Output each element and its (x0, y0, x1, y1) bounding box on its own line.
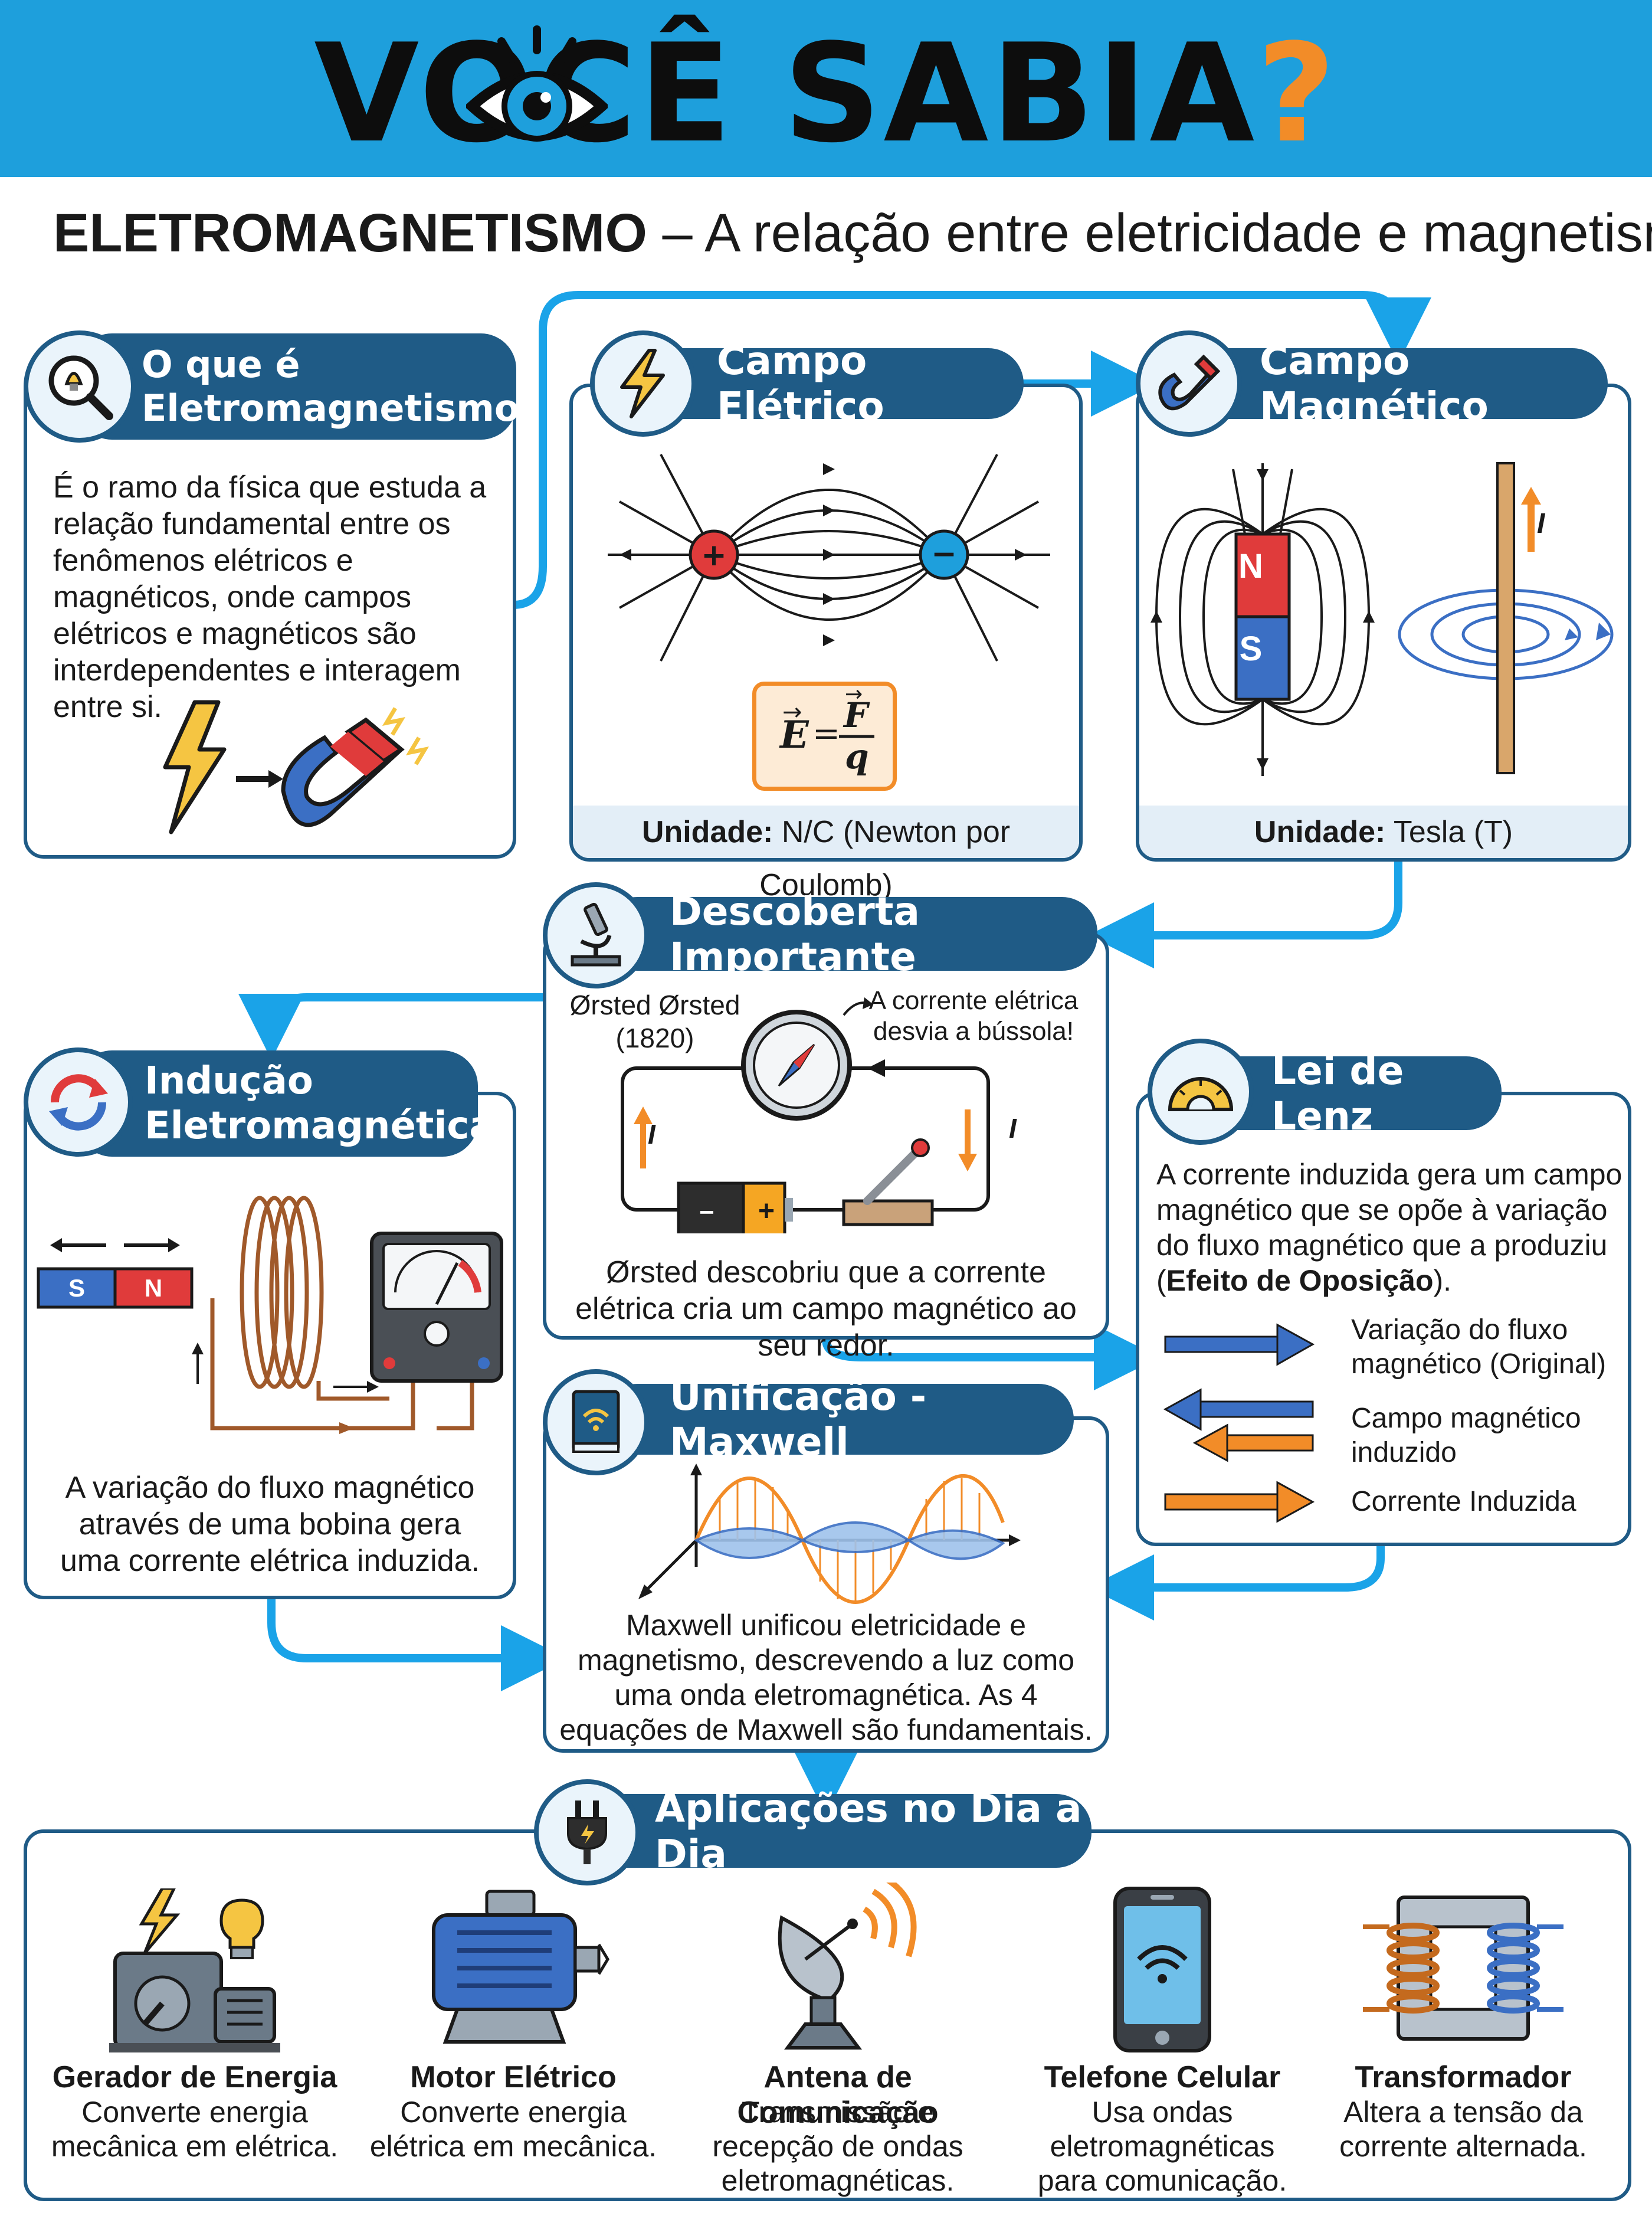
magnetic-field-diagram (1150, 462, 1614, 776)
app-desc-antenna: Transmissão e recepção de ondas eletroma… (712, 2096, 963, 2197)
induction-diagram (37, 1196, 503, 1434)
lightning-icon (590, 330, 696, 437)
app-title-motor: Motor Elétrico (410, 2060, 617, 2094)
svg-text:=: = (812, 715, 840, 753)
lightbulb-magnifier-icon (24, 330, 136, 443)
svg-text:F: F (843, 695, 870, 735)
app-title-transformer: Transformador (1355, 2060, 1572, 2094)
magnet-icon (1136, 330, 1242, 437)
orsted-name: Ørsted Ørsted(1820) (569, 990, 740, 1053)
protractor-icon (1148, 1039, 1254, 1145)
app-desc-motor: Converte energia elétrica em mecânica. (369, 2096, 657, 2163)
antenna-icon (778, 1883, 917, 2050)
phone-icon (1113, 1887, 1211, 2052)
card-lenz (1136, 1092, 1631, 1546)
plug-icon (534, 1779, 640, 1885)
transformer-icon (1363, 1896, 1564, 2041)
svg-text:→: → (782, 699, 802, 726)
book-wifi-icon (543, 1369, 649, 1475)
app-desc-generator: Converte energia mecânica em elétrica. (51, 2096, 339, 2163)
question-mark: ? (1257, 15, 1338, 173)
app-title-generator: Gerador de Energia (52, 2060, 337, 2094)
current-label: I (1537, 508, 1545, 539)
electric-field-formula: E → = F → q (752, 682, 897, 791)
lenz-legend-2: Campo magnético induzido (1351, 1403, 1581, 1468)
page-subtitle: ELETROMAGNETISMO – A relação entre eletr… (53, 203, 1652, 263)
battery-minus: − (699, 1198, 714, 1227)
magnetic-field-unit: Unidade: Tesla (T) (1139, 806, 1628, 858)
card-maxwell-title: Unificação - Maxwell (602, 1374, 1074, 1465)
svg-text:→: → (845, 686, 863, 706)
lenz-description: A corrente induzida gera um campo magnét… (1156, 1158, 1622, 1297)
motor-icon (432, 1890, 609, 2044)
electric-field-diagram: + − (608, 454, 1050, 662)
cycle-arrows-icon (24, 1047, 133, 1157)
orsted-circuit-diagram (621, 997, 990, 1233)
discovery-description: Ørsted descobriu que a corrente elétrica… (575, 1255, 1077, 1363)
app-title-antenna: Antena de Comunicação (737, 2060, 939, 2130)
induction-pole-n: N (144, 1274, 163, 1302)
magnet-pole-n: N (1238, 547, 1263, 585)
header-title: VOCÊ SABIA? (314, 15, 1338, 173)
what-is-description: É o ramo da física que estuda a relação … (53, 470, 487, 724)
maxwell-description: Maxwell unificou eletricidade e magnetis… (559, 1609, 1093, 1746)
microscope-icon (543, 882, 649, 988)
card-applications-title: Aplicações no Dia a Dia (590, 1786, 1092, 1877)
app-title-phone: Telefone Celular (1044, 2060, 1281, 2094)
battery-plus: + (758, 1196, 775, 1227)
app-desc-transformer: Altera a tensão da corrente alternada. (1339, 2096, 1587, 2163)
lightning-to-magnet-icon (163, 700, 430, 834)
header-banner (0, 0, 1652, 177)
current-left-label: I (648, 1119, 655, 1150)
induction-pole-s: S (68, 1274, 85, 1302)
eye-icon (466, 25, 608, 142)
card-magnetic-field (1136, 384, 1631, 862)
em-wave-diagram (638, 1464, 1021, 1604)
lenz-legend-3: Corrente Induzida (1351, 1486, 1576, 1517)
svg-text:−: − (931, 536, 957, 572)
svg-text:q: q (845, 736, 869, 777)
induction-description: A variação do fluxo magnético através de… (60, 1471, 480, 1578)
magnet-pole-s: S (1239, 630, 1263, 668)
current-right-label: I (1009, 1113, 1017, 1144)
lenz-legend-1: Variação do fluxo magnético (Original) (1351, 1314, 1607, 1380)
card-magnetic-field-title: Campo Magnético (1192, 338, 1608, 429)
card-what-is-title: O que é Eletromagnetismo? (77, 333, 540, 440)
card-discovery-title: Descoberta Importante (602, 889, 1097, 980)
card-electric-field-title: Campo Elétrico (637, 338, 1024, 429)
app-desc-phone: Usa ondas eletromagnéticas para comunica… (1037, 2096, 1287, 2197)
svg-text:+: + (701, 538, 727, 573)
lenz-legend-arrows (1163, 1323, 1315, 1523)
electric-field-unit: Unidade: N/C (Newton por Coulomb) (573, 806, 1079, 902)
generator-icon (109, 1888, 280, 2052)
svg-text:E: E (779, 713, 809, 757)
